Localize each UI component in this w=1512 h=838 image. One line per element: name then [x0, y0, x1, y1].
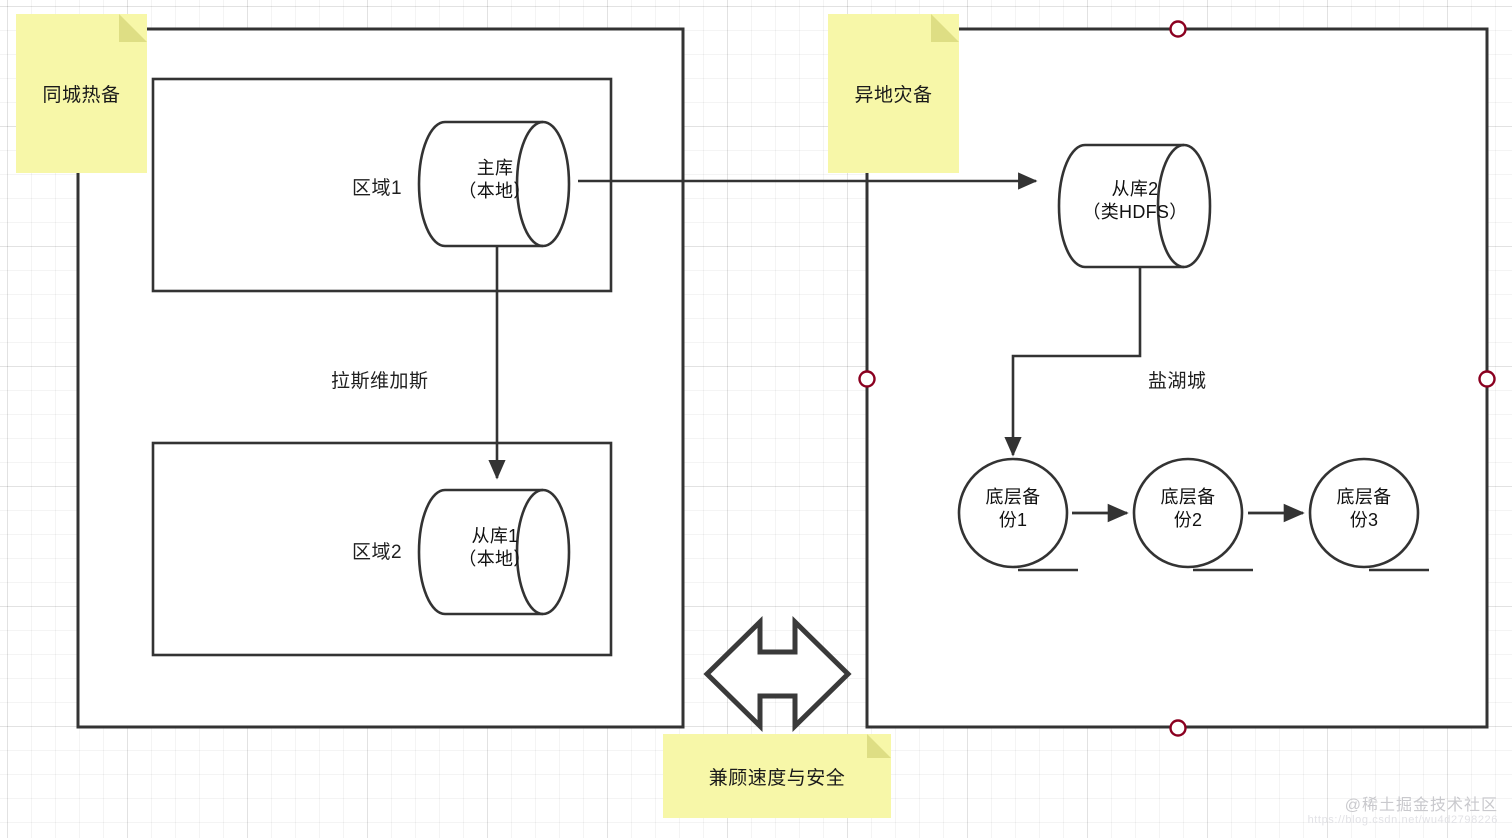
db-replica-1-line1: 从库1 [471, 526, 519, 546]
db-replica-2-line1: 从库2 [1111, 179, 1159, 199]
note-remote-dr[interactable]: 异地灾备 [828, 14, 959, 173]
db-replica-1-shape[interactable] [417, 488, 571, 616]
backup-1-label: 底层备 份1 [948, 486, 1078, 532]
note-fold-icon [119, 14, 147, 42]
region-1-label: 区域1 [352, 178, 403, 199]
note-hot-standby[interactable]: 同城热备 [16, 14, 147, 173]
backup-3-line1: 底层备 [1336, 487, 1392, 507]
db-replica-2-line2: （类HDFS） [1082, 202, 1188, 223]
backup-2-shape[interactable] [1132, 457, 1253, 572]
db-replica-2-shape[interactable] [1057, 143, 1212, 269]
bidirectional-arrow-icon[interactable] [703, 616, 852, 732]
backup-2-line2: 份2 [1173, 510, 1203, 531]
db-replica-2-label: 从库2 （类HDFS） [1055, 178, 1215, 224]
db-primary-shape[interactable] [417, 120, 571, 248]
selection-handle-top[interactable] [1169, 20, 1187, 38]
connector-replica2-to-backup1[interactable] [1004, 268, 1142, 457]
selection-handle-left[interactable] [858, 370, 876, 388]
backup-2-label: 底层备 份2 [1123, 486, 1253, 532]
backup-2-line1: 底层备 [1160, 487, 1216, 507]
backup-3-line2: 份3 [1349, 510, 1379, 531]
note-hot-standby-label: 同城热备 [42, 85, 121, 106]
site-salt-lake-city-label: 盐湖城 [1148, 371, 1207, 392]
backup-1-line1: 底层备 [985, 487, 1041, 507]
selection-handle-bottom[interactable] [1169, 719, 1187, 737]
db-replica-1-label: 从库1 （本地） [420, 525, 570, 571]
note-tradeoff[interactable]: 兼顾速度与安全 [663, 734, 891, 818]
backup-3-label: 底层备 份3 [1299, 486, 1429, 532]
db-primary-label: 主库 （本地） [420, 157, 570, 203]
note-fold-icon [867, 734, 891, 758]
backup-1-shape[interactable] [957, 457, 1078, 572]
selection-handle-right[interactable] [1478, 370, 1496, 388]
backup-1-line2: 份1 [998, 510, 1028, 531]
note-remote-dr-label: 异地灾备 [854, 85, 933, 106]
db-primary-line1: 主库 [476, 158, 514, 178]
db-replica-1-line2: （本地） [458, 549, 532, 570]
db-primary-line2: （本地） [458, 181, 532, 202]
site-las-vegas-label: 拉斯维加斯 [331, 371, 429, 392]
note-tradeoff-label: 兼顾速度与安全 [708, 767, 846, 789]
backup-3-shape[interactable] [1308, 457, 1429, 572]
note-fold-icon [931, 14, 959, 42]
region-2-label: 区域2 [352, 542, 403, 563]
